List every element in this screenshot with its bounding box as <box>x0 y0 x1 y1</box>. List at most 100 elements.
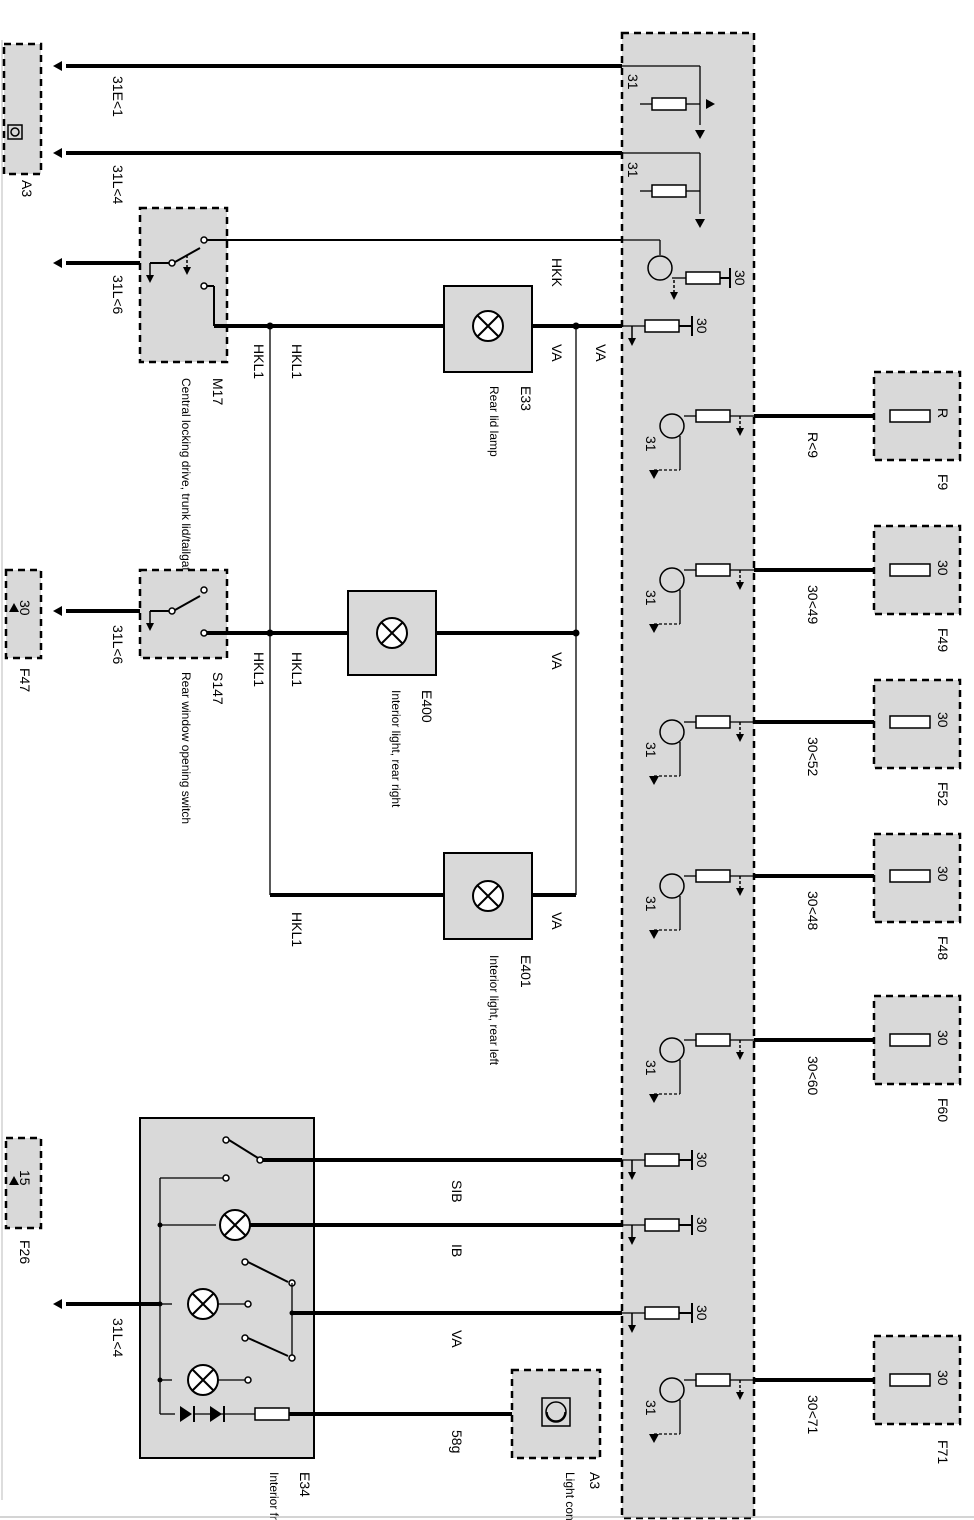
s147-label: S147 <box>210 672 226 705</box>
va-label-3: VA <box>549 652 565 670</box>
pin-31-b: 31 <box>625 162 641 178</box>
f49-pin-31: 31 <box>643 590 659 606</box>
ground-icon <box>53 148 62 158</box>
a3-light-description: Light contr <box>563 1472 577 1520</box>
va-label-5: VA <box>449 1330 465 1348</box>
ground-icon <box>53 606 62 616</box>
f60-fuse-icon <box>889 1033 931 1047</box>
f71-pin: 30 <box>935 1370 951 1386</box>
e34-component <box>139 1117 315 1459</box>
f71-fuse-icon <box>889 1373 931 1387</box>
m17-label: M17 <box>210 378 226 405</box>
hkl1-label-2: HKL1 <box>289 344 305 379</box>
pin-30-sib: 30 <box>694 1152 710 1168</box>
ground-icon <box>53 61 62 71</box>
fuse-channel-f52 <box>649 715 754 785</box>
f71-id: F71 <box>935 1440 951 1464</box>
a3-label: A3 <box>19 180 35 197</box>
fuse-channel-f49 <box>649 563 754 633</box>
module-transistor-m17 <box>622 239 731 301</box>
sib-label: SIB <box>449 1180 465 1203</box>
module-pullup-e33 <box>622 316 693 347</box>
s147-switch-icon <box>145 586 208 637</box>
ground-icon <box>53 258 62 268</box>
f9-pin: R <box>935 408 951 418</box>
e33-description: Rear lid lamp <box>487 386 501 457</box>
label-31l4: 31L<4 <box>110 165 126 205</box>
f60-wire-label: 30<60 <box>805 1056 821 1096</box>
a3-light-label: A3 <box>587 1472 603 1489</box>
e34-description: Interior front <box>267 1472 281 1520</box>
e400-lamp-icon <box>376 617 408 649</box>
hkl1-label-4: HKL1 <box>289 652 305 687</box>
light-switch-icon <box>541 1397 571 1427</box>
f49-wire-label: 30<49 <box>805 585 821 625</box>
e34-internal-circuit <box>157 1136 622 1422</box>
label-31l4-b: 31L<4 <box>110 1318 126 1358</box>
f48-wire-label: 30<48 <box>805 891 821 931</box>
f48-pin: 30 <box>935 866 951 882</box>
e33-label: E33 <box>518 386 534 411</box>
hkk-label: HKK <box>549 258 565 287</box>
pin-30-e33: 30 <box>694 318 710 334</box>
ib-label: IB <box>449 1244 465 1257</box>
f9-wire-label: R<9 <box>805 432 821 458</box>
e33-lamp-icon <box>472 310 504 342</box>
f52-fuse-icon <box>889 715 931 729</box>
f60-pin-31: 31 <box>643 1060 659 1076</box>
m17-description: Central locking drive, trunk lid/tailgat… <box>179 378 193 578</box>
module-pullup-ib <box>622 1215 693 1246</box>
fuse-f47 <box>4 568 43 660</box>
e400-label: E400 <box>419 690 435 723</box>
f52-pin-31: 31 <box>643 742 659 758</box>
f26-label: F26 <box>17 1240 33 1264</box>
pin-30-ib: 30 <box>694 1217 710 1233</box>
e401-lamp-icon <box>472 880 504 912</box>
e401-label: E401 <box>518 955 534 988</box>
ground-icon <box>53 1299 62 1309</box>
f47-label: F47 <box>17 668 33 692</box>
hkl1-label-5: HKL1 <box>289 912 305 947</box>
f9-pin-31: 31 <box>643 436 659 452</box>
m17-switch-icon <box>145 236 622 326</box>
f9-fuse-icon <box>889 409 931 423</box>
fuse-channel-f9 <box>649 409 754 479</box>
e400-description: Interior light, rear right <box>389 690 403 808</box>
f60-id: F60 <box>935 1098 951 1122</box>
module-ground-2 <box>622 152 705 228</box>
label-31l6-b: 31L<6 <box>110 625 126 665</box>
f9-id: F9 <box>935 474 951 491</box>
f47-pin-label: 30 <box>17 600 33 616</box>
pin-30-va: 30 <box>694 1305 710 1321</box>
pin-30-m17: 30 <box>732 270 748 286</box>
a3-symbol-icon <box>7 124 23 140</box>
e401-description: Interior light, rear left <box>487 955 501 1066</box>
fuse-channel-f71 <box>649 1373 754 1443</box>
fuse-channel-f48 <box>649 869 754 939</box>
fuse-channel-f60 <box>649 1033 754 1103</box>
f49-pin: 30 <box>935 560 951 576</box>
f71-wire-label: 30<71 <box>805 1395 821 1435</box>
f48-id: F48 <box>935 936 951 960</box>
f48-fuse-icon <box>889 869 931 883</box>
f49-fuse-icon <box>889 563 931 577</box>
f52-wire-label: 30<52 <box>805 737 821 777</box>
module-pullup-sib <box>622 1150 693 1181</box>
hkl1-label-3: HKL1 <box>251 652 267 687</box>
module-ground-1 <box>622 65 715 139</box>
control-module <box>620 31 756 1520</box>
f52-pin: 30 <box>935 712 951 728</box>
label-31l6: 31L<6 <box>110 275 126 315</box>
f71-pin-31: 31 <box>643 1400 659 1416</box>
s147-description: Rear window opening switch <box>179 672 193 824</box>
va-label-4: VA <box>549 912 565 930</box>
f49-id: F49 <box>935 628 951 652</box>
module-pullup-va <box>622 1303 693 1334</box>
va-label-1: VA <box>549 344 565 362</box>
label-31e1: 31E<1 <box>110 76 126 117</box>
58g-label: 58g <box>449 1430 465 1453</box>
s147-component <box>138 568 229 660</box>
f52-id: F52 <box>935 782 951 806</box>
pin-31-a: 31 <box>625 74 641 90</box>
